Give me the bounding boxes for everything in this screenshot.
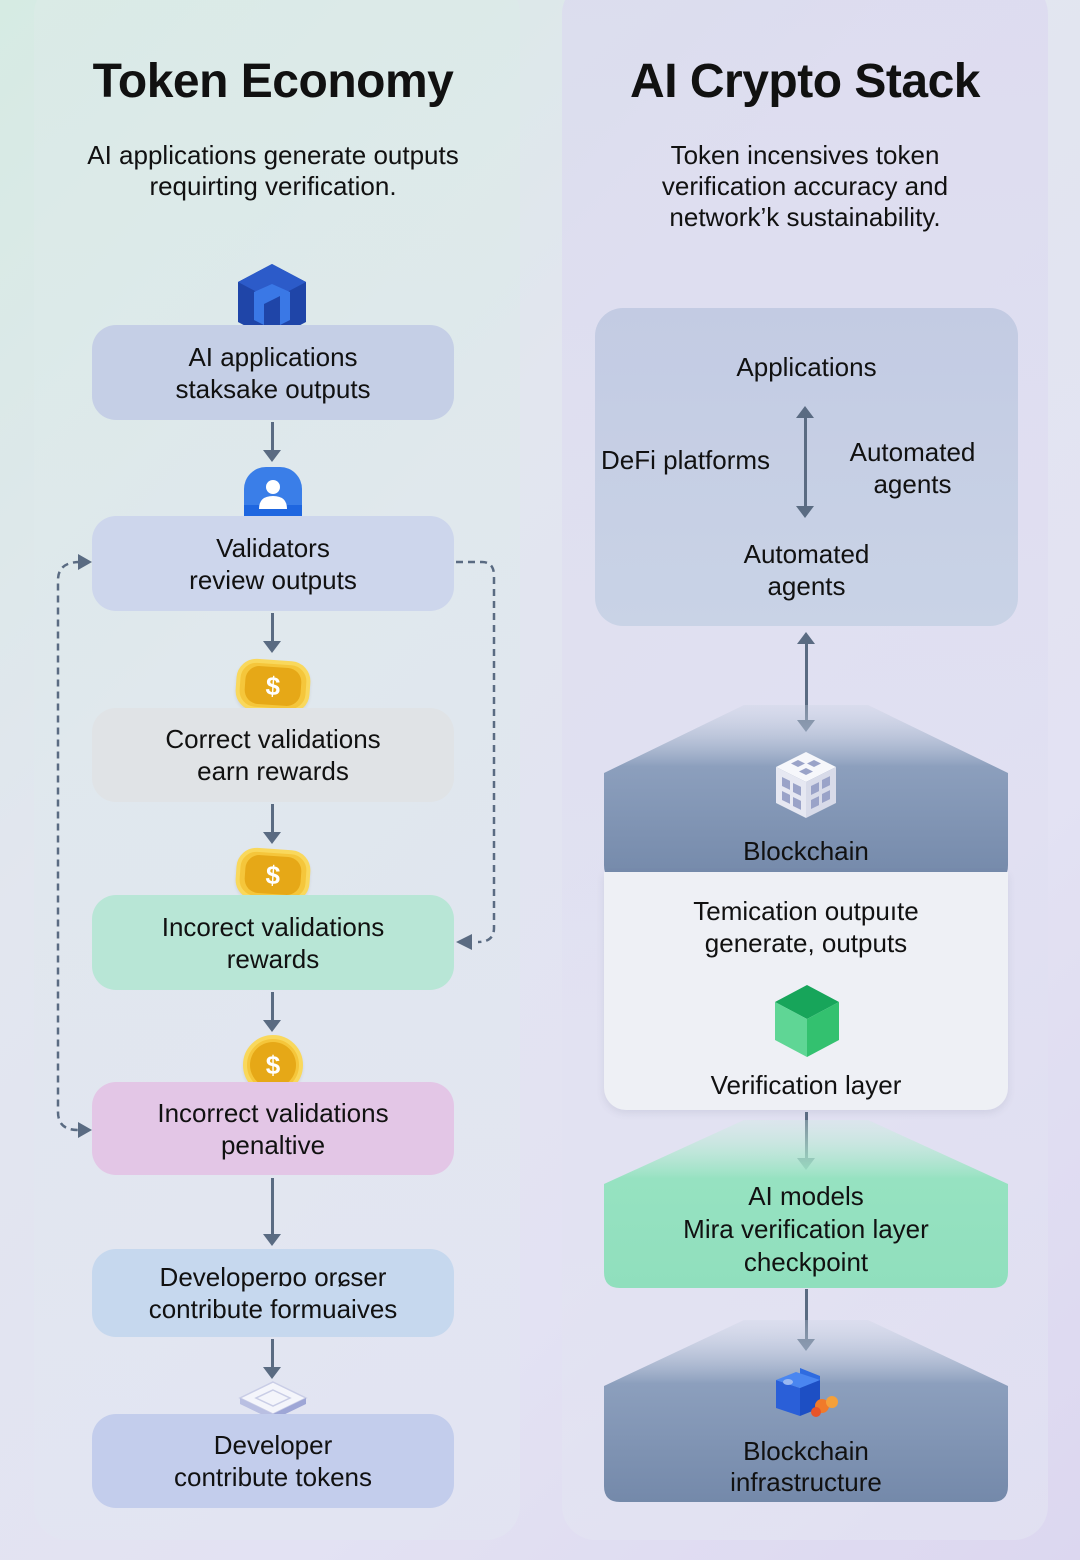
flow-arrow	[263, 422, 281, 462]
step-incorect-validations-rewards: Incorect validations rewards	[92, 895, 454, 990]
applications-heading: Applications	[736, 352, 877, 382]
step-label: review outputs	[189, 564, 357, 595]
applications-layer: Applications DeFi platforms Automated ag…	[595, 308, 1018, 626]
blockchain-label: Blockchain	[743, 836, 869, 866]
loop-arrowhead	[456, 934, 472, 950]
subtitle-line: requirting verification.	[149, 171, 397, 201]
subtitle-line: Token incensives token	[670, 140, 940, 170]
token-economy-subtitle: AI applications generate outputs requirt…	[40, 140, 506, 202]
step-validators: Validators review outputs	[92, 516, 454, 611]
subtitle-line: AI applications generate outputs	[87, 140, 459, 170]
verification-layer-label: Verification layer	[710, 1070, 902, 1100]
blue-blocks-icon	[774, 1366, 840, 1422]
subtitle-line: network’k sustainability.	[669, 202, 941, 232]
flow-arrow	[263, 1339, 281, 1379]
green-cube-icon	[773, 983, 841, 1059]
ai-crypto-stack-subtitle: Token incensives token verification accu…	[572, 140, 1038, 233]
step-label: rewards	[226, 943, 320, 974]
automated-agents-bottom-label: Automated agents	[743, 539, 870, 601]
step-label: AI applications	[188, 341, 358, 372]
automated-agents-side-label: Automated agents	[849, 437, 976, 499]
step-correct-validations: Correct validations earn rewards	[92, 708, 454, 802]
step-incorrect-validations-penalty: Incorrect validations penaltive	[92, 1082, 454, 1175]
white-block-cube-icon	[774, 750, 838, 820]
step-label: Incorrect validations	[157, 1097, 389, 1128]
ai-models-roof-shape	[604, 1120, 1008, 1288]
step-developer-or-user: Developerɒo orɕser contribute formuaives	[92, 1249, 454, 1337]
loop-arrowhead	[78, 554, 92, 570]
bidirectional-arrow	[796, 406, 814, 518]
flow-arrow	[263, 992, 281, 1032]
blue-hexagon-cube-icon	[236, 262, 308, 342]
step-label: contribute tokens	[173, 1462, 372, 1492]
step-ai-applications: AI applications staksake outputs	[92, 325, 454, 420]
step-label: contribute formuaives	[148, 1294, 398, 1324]
blockchain-infrastructure-label: Blockchain infrastructure	[730, 1436, 882, 1497]
defi-platforms-label: DeFi platforms	[601, 445, 771, 475]
step-label: Correct validations	[165, 724, 381, 754]
ai-crypto-stack-title: AI Crypto Stack	[630, 55, 980, 108]
loop-arrowhead	[78, 1122, 92, 1138]
step-label: Developerɒo orɕser	[159, 1262, 387, 1292]
flow-arrow	[263, 804, 281, 844]
token-economy-title: Token Economy	[92, 55, 454, 108]
step-label: Incorect validations	[161, 911, 385, 942]
verification-description: Temication outpuıte generate, outputs	[693, 896, 919, 958]
step-label: Developer	[213, 1430, 333, 1460]
step-label: staksake outputs	[175, 373, 371, 404]
step-label: penaltive	[220, 1129, 326, 1160]
step-label: earn rewards	[197, 756, 349, 786]
step-label: Validators	[216, 532, 330, 563]
flow-arrow	[263, 613, 281, 653]
ai-models-text: AI models Mira verification layer checkp…	[683, 1181, 929, 1277]
step-developer-tokens: Developer contribute tokens	[92, 1414, 454, 1508]
subtitle-line: verification accuracy and	[661, 171, 949, 201]
flow-arrow	[263, 1178, 281, 1246]
